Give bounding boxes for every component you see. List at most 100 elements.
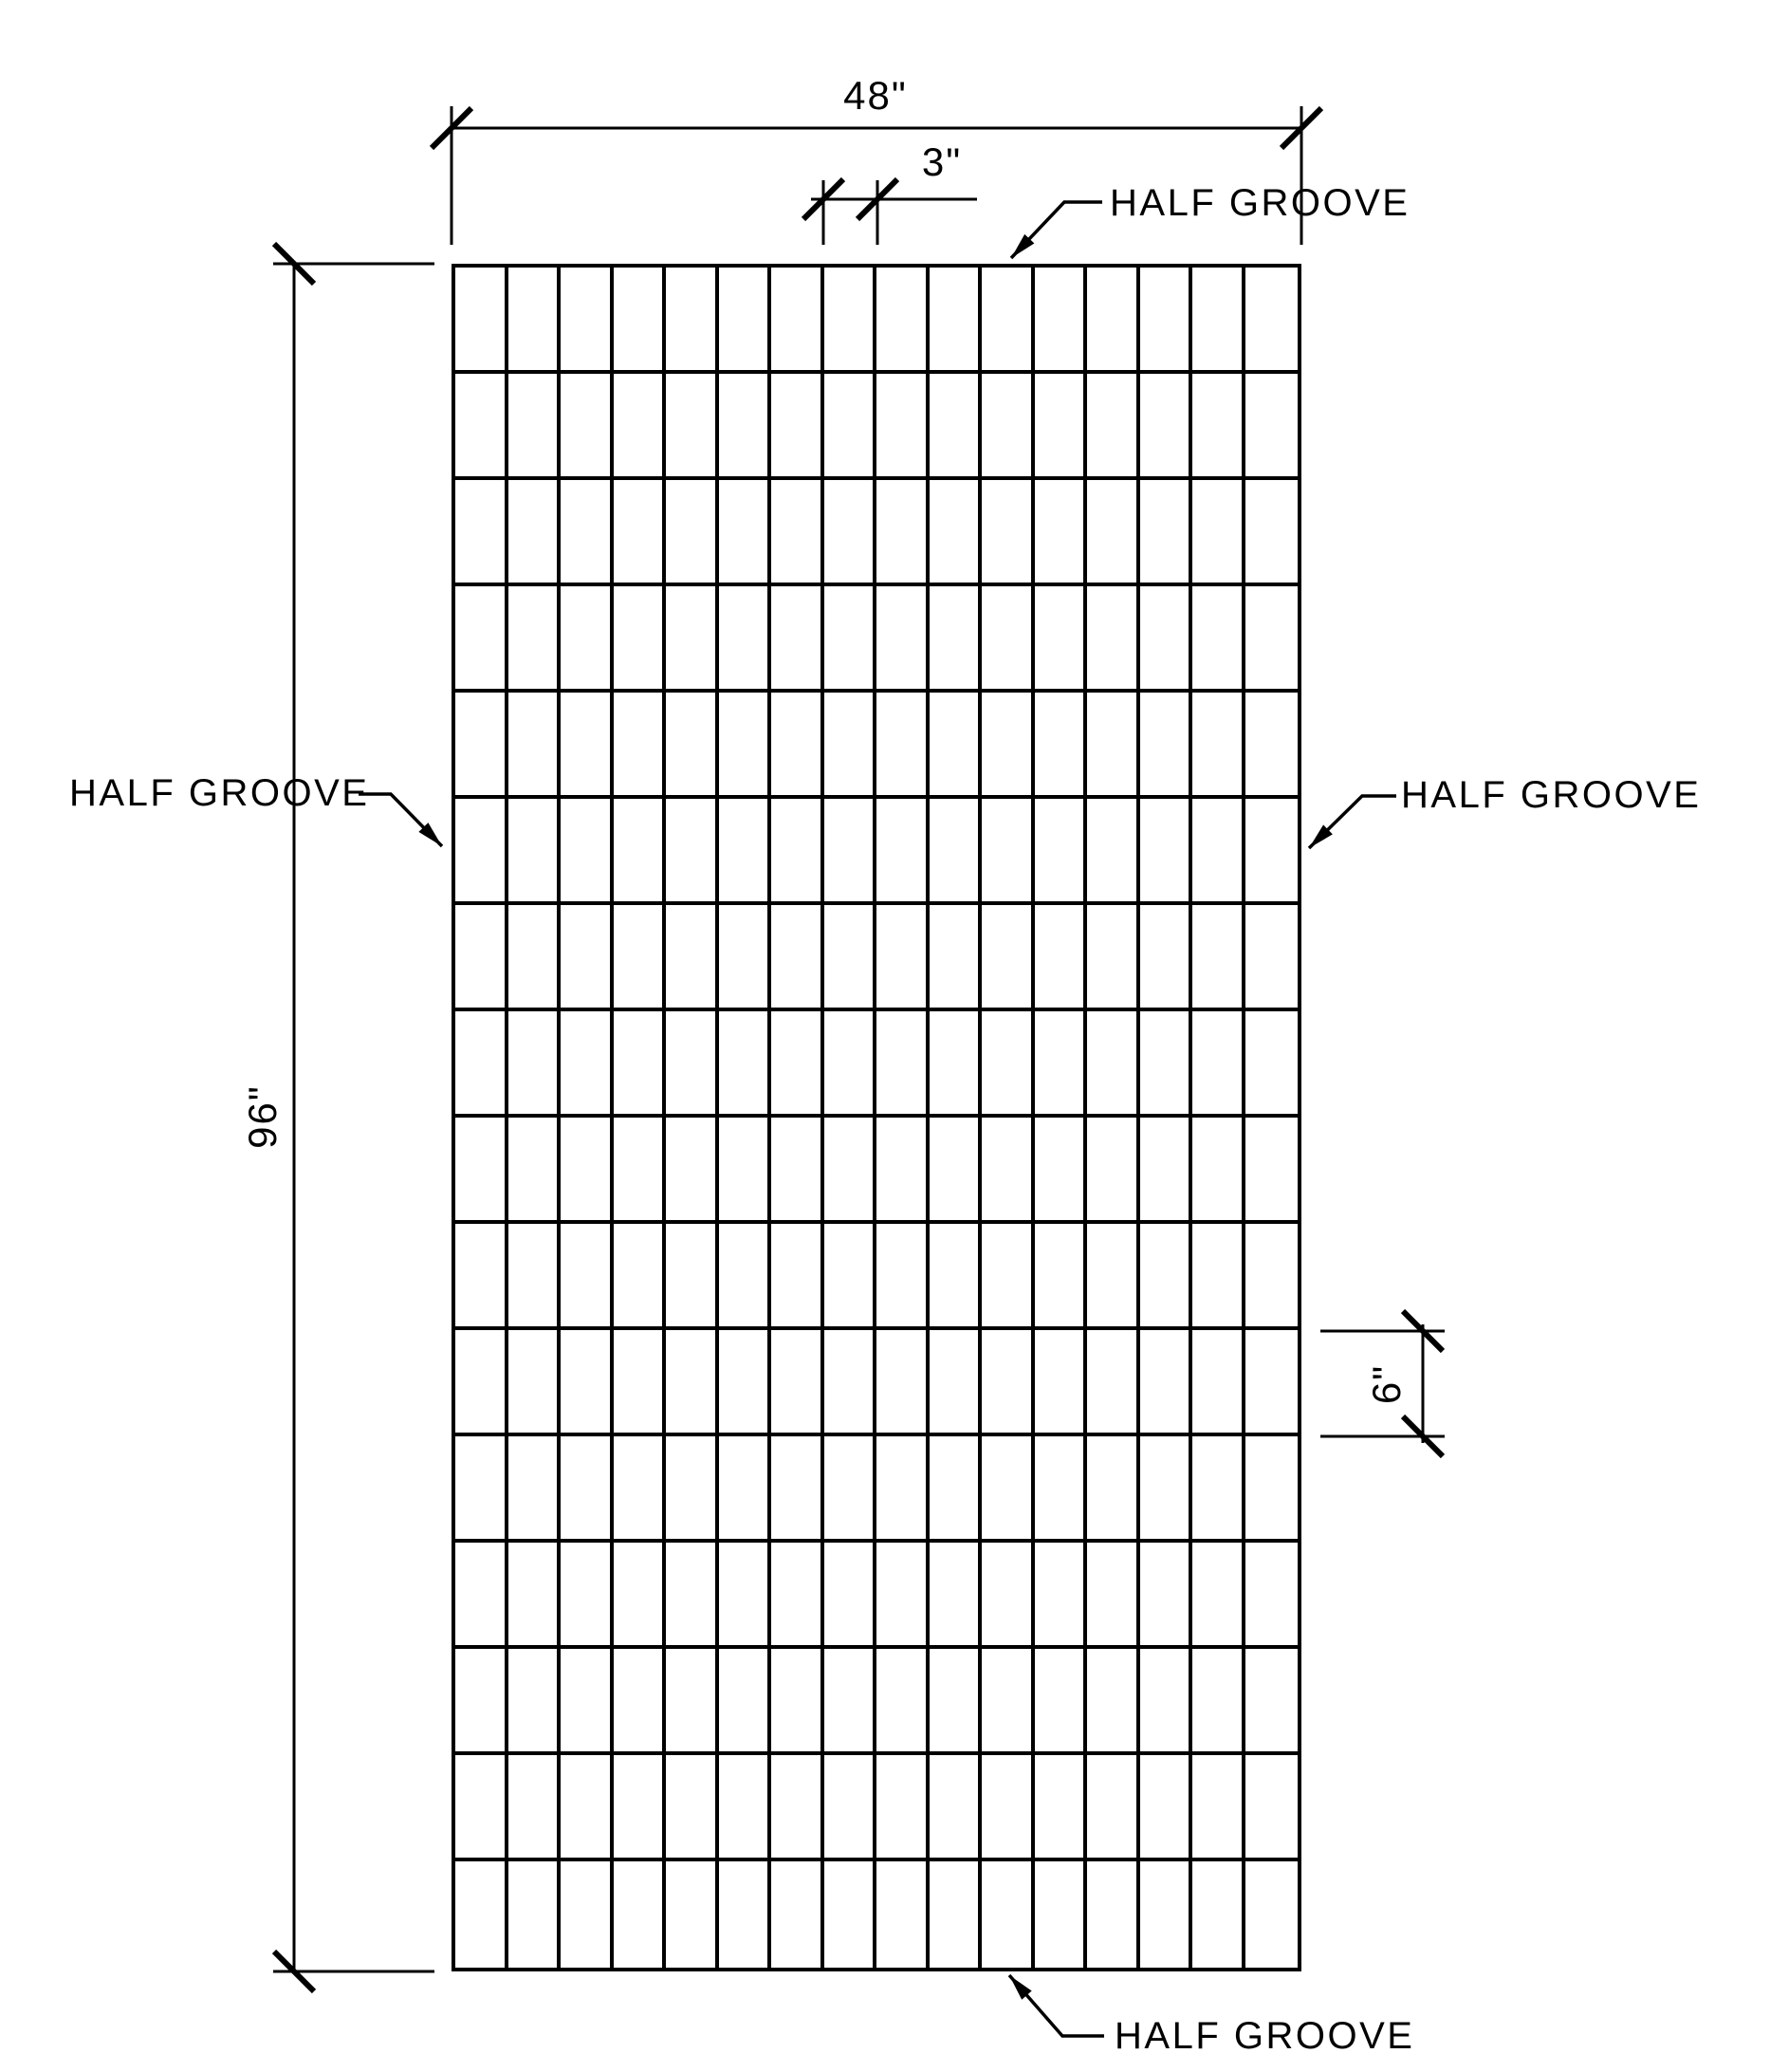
groove-cell (1034, 1118, 1087, 1224)
groove-cell (455, 905, 508, 1011)
groove-cell (1192, 1224, 1245, 1330)
groove-cell (982, 1330, 1035, 1436)
leader-arrowhead-icon (1009, 1975, 1032, 2000)
groove-cell (876, 586, 930, 693)
groove-cell (455, 586, 508, 693)
groove-cell (823, 1649, 876, 1755)
groove-cell (1139, 1118, 1192, 1224)
tick-mark (271, 241, 317, 287)
callout-half-groove-left: HALF GROOVE (69, 772, 370, 814)
groove-cell (982, 1543, 1035, 1649)
groove-cell (1245, 1118, 1298, 1224)
groove-cell (718, 1224, 771, 1330)
groove-cell (1139, 1330, 1192, 1436)
groove-cell (1034, 480, 1087, 586)
dimension-label-width: 48" (843, 73, 908, 118)
groove-cell (876, 1543, 930, 1649)
groove-cell (1192, 1436, 1245, 1543)
groove-cell (982, 1861, 1035, 1968)
groove-cell (1139, 586, 1192, 693)
groove-cell (929, 1011, 982, 1118)
groove-cell (614, 1861, 666, 1968)
groove-cell (666, 1755, 719, 1861)
groove-cell (982, 693, 1035, 799)
groove-cell (1034, 1649, 1087, 1755)
groove-cell (929, 1224, 982, 1330)
groove-cell (982, 586, 1035, 693)
groove-cell (1139, 1543, 1192, 1649)
groove-cell (876, 374, 930, 480)
groove-cell (666, 374, 719, 480)
groove-cell (1192, 480, 1245, 586)
groove-cell (824, 1861, 876, 1968)
tick-mark (801, 176, 846, 222)
groove-cell (561, 268, 614, 374)
callout-half-groove-bottom: HALF GROOVE (1115, 2015, 1415, 2057)
groove-cell (455, 1436, 508, 1543)
groove-cell (1087, 1861, 1140, 1968)
groove-cell (1192, 1543, 1245, 1649)
groove-cell (929, 799, 982, 905)
groove-cell (507, 1224, 561, 1330)
groove-cell (718, 268, 771, 374)
groove-cell (666, 1649, 719, 1755)
groove-cell (1192, 1011, 1245, 1118)
groove-cell (876, 905, 930, 1011)
groove-cell (507, 1436, 561, 1543)
groove-cell (507, 905, 561, 1011)
groove-cell (930, 1861, 982, 1968)
groove-cell (929, 1330, 982, 1436)
groove-cell (823, 1755, 876, 1861)
groove-cell (823, 374, 876, 480)
groove-cell (982, 1436, 1035, 1543)
groove-cell (982, 268, 1035, 374)
groove-cell (929, 1755, 982, 1861)
groove-cell (507, 1755, 561, 1861)
groove-cell (929, 1543, 982, 1649)
groove-cell (666, 799, 719, 905)
groove-cell (561, 1861, 614, 1968)
groove-cell (1034, 1543, 1087, 1649)
groove-cell (455, 1543, 508, 1649)
groove-cell (876, 1755, 930, 1861)
groove-cell (666, 1011, 719, 1118)
groove-cell (929, 1118, 982, 1224)
groove-cell (1245, 1224, 1298, 1330)
tick-mark (271, 1949, 317, 1994)
groove-cell (1139, 1649, 1192, 1755)
groove-cell (982, 374, 1035, 480)
groove-cell (982, 1011, 1035, 1118)
groove-cell (718, 586, 771, 693)
groove-cell (455, 374, 508, 480)
groove-cell (1034, 1011, 1087, 1118)
groove-cell (718, 374, 771, 480)
groove-cell (613, 1436, 666, 1543)
groove-cell (823, 586, 876, 693)
groove-cell (718, 799, 771, 905)
groove-cell (1139, 1011, 1192, 1118)
groove-cell (982, 905, 1035, 1011)
groove-cell (455, 1118, 508, 1224)
groove-cell (666, 586, 719, 693)
groove-cell (771, 268, 824, 374)
groove-cell (1087, 480, 1140, 586)
groove-cell (507, 374, 561, 480)
groove-cell (1034, 1436, 1087, 1543)
groove-cell (613, 799, 666, 905)
groove-cell (1087, 374, 1140, 480)
groove-cell (455, 1861, 508, 1968)
groove-cell (771, 799, 824, 905)
groove-cell (666, 1543, 719, 1649)
groove-cell (666, 1330, 719, 1436)
leader-arrowhead-icon (418, 823, 442, 846)
groove-cell (718, 480, 771, 586)
groove-cell (1087, 693, 1140, 799)
groove-cell (1139, 374, 1192, 480)
groove-cell (507, 1543, 561, 1649)
groove-cell (666, 1861, 719, 1968)
groove-cell (823, 1330, 876, 1436)
groove-cell (823, 693, 876, 799)
groove-cell (929, 1436, 982, 1543)
groove-cell (1245, 1755, 1298, 1861)
